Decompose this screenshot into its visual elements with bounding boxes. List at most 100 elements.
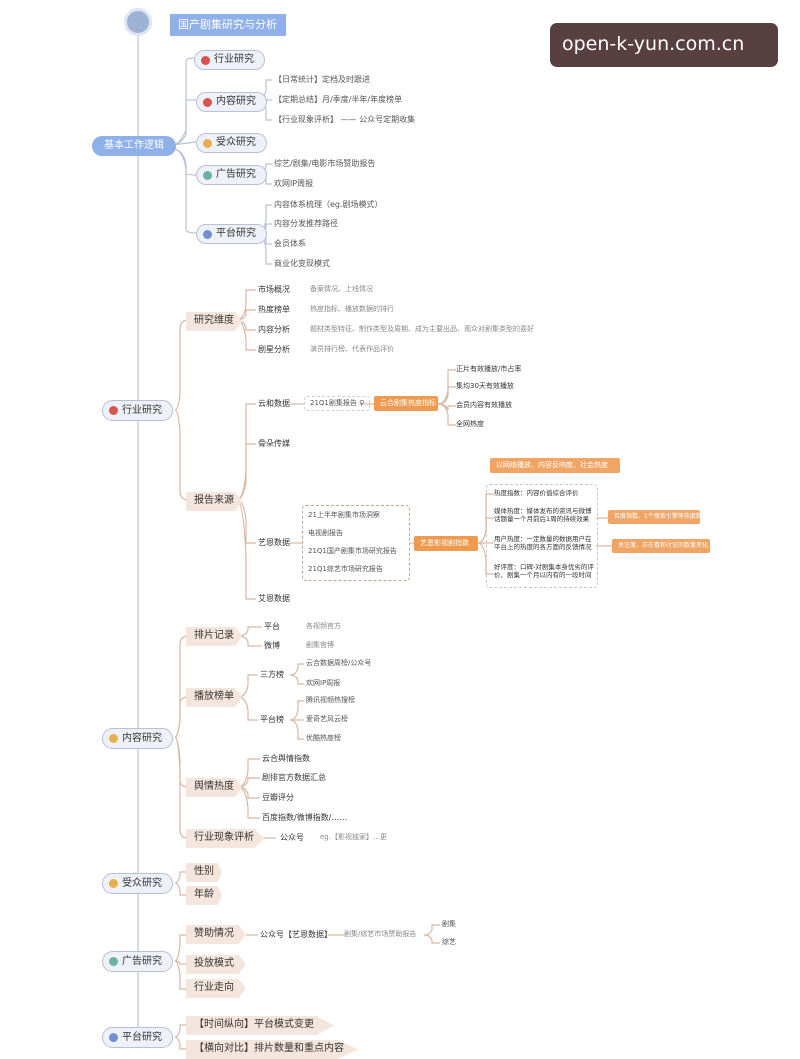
root-node-basic-logic[interactable]: 基本工作逻辑 (92, 136, 176, 156)
connector (437, 369, 456, 405)
yien-doc[interactable]: 电视剧报告 (308, 529, 343, 537)
node-research-dimension[interactable]: 研究维度 (186, 312, 242, 331)
opinion-item: 云合舆情指数 (262, 754, 310, 763)
number-icon (109, 734, 118, 743)
platform-rank: 平台榜 (260, 715, 284, 724)
connector (174, 871, 186, 884)
yunhe-item: 全网热度 (456, 420, 484, 428)
sponsorship-item: 剧集 (442, 920, 456, 928)
ad-item: 综艺/剧集/电影市场赞助报告 (274, 159, 376, 168)
root-node-content-research[interactable]: 内容研究 (102, 728, 173, 749)
platform-item: 内容分发推荐路径 (274, 219, 338, 228)
node-label: 平台研究 (216, 228, 256, 239)
root-node-circle (124, 8, 152, 36)
connector (174, 960, 186, 990)
node-content-research[interactable]: 内容研究 (196, 92, 267, 112)
node-play-ranking[interactable]: 播放榜单 (186, 688, 242, 707)
node-label: 内容研究 (216, 96, 256, 107)
sponsorship-desc: 剧集/综艺市场赞助报告 (344, 930, 417, 938)
root-node-ad-research[interactable]: 广告研究 (102, 951, 173, 972)
node-ad-research[interactable]: 广告研究 (196, 165, 267, 185)
dimension-label: 市场概况 (258, 285, 290, 294)
number-icon (109, 1033, 118, 1042)
connector (289, 663, 304, 676)
yien-side-note: 百度指数、1个搜索引擎等热度数据 (608, 510, 708, 524)
yien-item: 媒体热度：媒体发布的资讯与微博话题量一个月前后1周的持续效果 (494, 507, 592, 523)
third-party-rank: 三方榜 (260, 670, 284, 679)
node-horizontal-compare[interactable]: 【横向对比】排片数量和重点内容 (186, 1040, 358, 1059)
node-platform-research[interactable]: 平台研究 (196, 224, 267, 244)
platform-item: 商业化变现模式 (274, 259, 330, 268)
node-public-opinion[interactable]: 舆情热度 (186, 778, 242, 797)
yien-doc[interactable]: 21上半年剧集市场洞察 (308, 511, 380, 519)
platform-rank-item: 优酷热度榜 (306, 734, 341, 742)
link-icon: ⚲ (356, 399, 365, 407)
root-node-audience-research[interactable]: 受众研究 (102, 873, 173, 894)
yien-item: 好评度：口碑-对剧集本身优劣的评价、剧集一个月以内有的一段时间 (494, 563, 594, 579)
third-party-item: 欢网IP周报 (306, 679, 341, 687)
node-label: 广告研究 (122, 955, 162, 967)
node-time-vertical[interactable]: 【时间纵向】平台模式变更 (186, 1016, 334, 1035)
dimension-label: 内容分析 (258, 325, 290, 334)
node-gender[interactable]: 性别 (186, 863, 222, 882)
dimension-desc: 热度指标、播放数据的排行 (310, 305, 394, 313)
connector (437, 403, 456, 411)
yien-item: 热度指数：内容价值综合评价 (494, 489, 579, 497)
connector (171, 99, 196, 146)
connector (237, 758, 260, 788)
connector (237, 786, 260, 819)
node-age[interactable]: 年龄 (186, 886, 222, 905)
connector (423, 934, 440, 944)
connector (235, 403, 256, 501)
schedule-desc: 各视频官方 (306, 622, 341, 630)
node-sponsorship[interactable]: 赞助情况 (186, 925, 246, 944)
node-delivery-mode[interactable]: 投放模式 (186, 955, 246, 974)
sponsorship-item: 综艺 (442, 938, 456, 946)
node-report-source[interactable]: 报告来源 (186, 492, 242, 511)
yien-doc[interactable]: 21Q1国产剧集市场研究报告 (308, 547, 397, 555)
node-audience-research[interactable]: 受众研究 (196, 133, 267, 153)
yunhe-report-doc[interactable]: 21Q1剧集报告 ⚲ (304, 396, 371, 411)
connector (171, 147, 197, 176)
node-label: 广告研究 (216, 169, 256, 180)
connector (171, 147, 197, 234)
yunhe-item: 正片有效播放/市占率 (456, 365, 522, 373)
yien-doc[interactable]: 21Q1综艺市场研究报告 (308, 565, 383, 573)
number-icon (109, 957, 118, 966)
source-aien: 艾恩数据 (258, 594, 290, 603)
number-icon (109, 879, 118, 888)
sponsorship-label: 公众号【艺恩数据】 (260, 930, 332, 939)
yien-index[interactable]: 艺恩影视剧指数 (414, 536, 478, 551)
node-industry-trend[interactable]: 行业走向 (186, 979, 246, 998)
connector (174, 319, 189, 411)
node-label: 受众研究 (122, 877, 162, 889)
node-label: 受众研究 (216, 137, 256, 148)
node-industry-research[interactable]: 行业研究 (194, 50, 265, 70)
connector (171, 57, 195, 146)
connector (289, 700, 304, 721)
dimension-desc: 演员排行榜、代表作品评价 (310, 345, 394, 353)
root-node-industry-research[interactable]: 行业研究 (102, 400, 173, 421)
connector (423, 924, 440, 936)
yunhe-heat-index[interactable]: 云合剧集热度指标 (374, 396, 438, 411)
connector (237, 674, 258, 698)
schedule-label: 平台 (264, 622, 280, 631)
node-label: 行业研究 (122, 404, 162, 416)
connector (235, 499, 256, 544)
watermark: open-k-yun.com.cn (550, 23, 778, 67)
node-industry-phenomenon[interactable]: 行业现象评析 (186, 829, 264, 848)
connector (174, 934, 186, 962)
yien-side-note: 关注度，正在看和讨论的数量变化 (612, 539, 710, 553)
phenomenon-label: 公众号 (280, 833, 304, 842)
doc-label: 21Q1剧集报告 (310, 399, 357, 407)
source-yunhe: 云和数据 (258, 399, 290, 408)
yien-note: 以网络播放、内容反响度、社会热度 (490, 458, 620, 473)
root-node-platform-research[interactable]: 平台研究 (102, 1027, 173, 1048)
dimension-desc: 备案情况、上线情况 (310, 285, 373, 293)
dimension-desc: 题材类型特征、制作类型及周期、成为主要出品、观众对剧集类型的喜好 (310, 325, 534, 333)
connector (174, 1024, 186, 1038)
third-party-item: 云合数据周榜/公众号 (306, 659, 372, 667)
number-icon (203, 97, 212, 107)
mindmap-title: 国产剧集研究与分析 (170, 14, 286, 36)
node-schedule-record[interactable]: 排片记录 (186, 627, 242, 646)
